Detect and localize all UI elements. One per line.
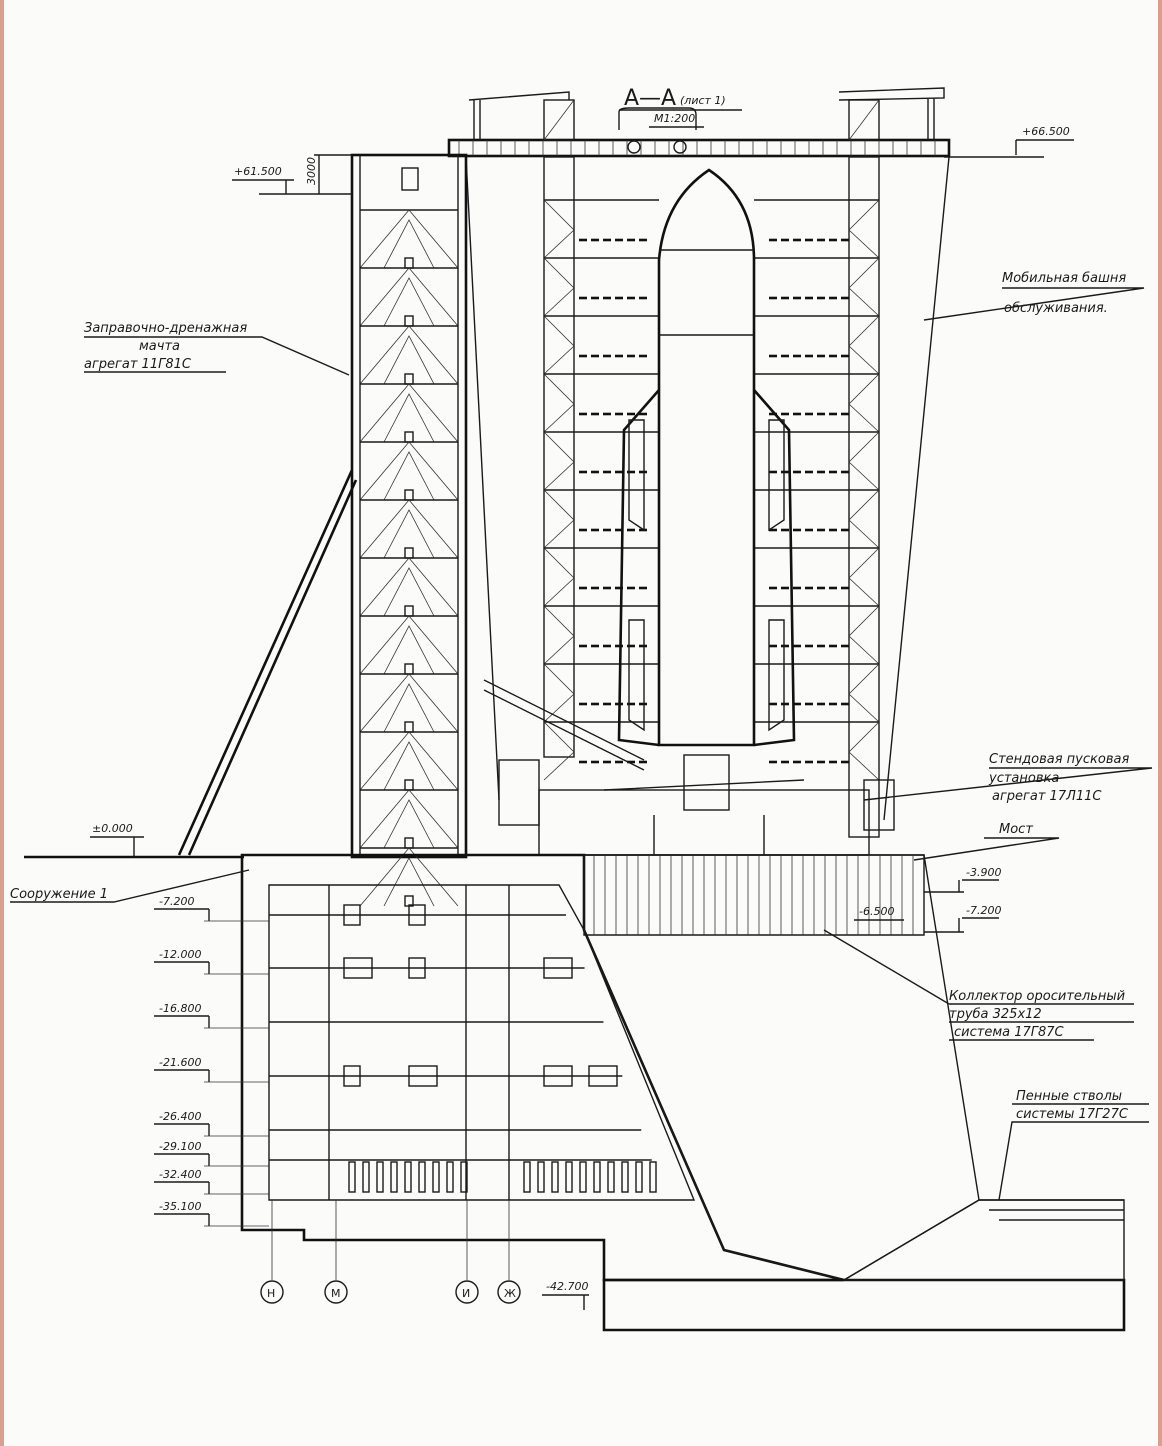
elevation-right-3: -7.200 [966, 904, 1001, 917]
elevation-right-1: -3.900 [966, 866, 1001, 879]
grid-axis-markers: НМИЖ [261, 1200, 520, 1303]
callout-mast: Заправочно-дренажная мачта агрегат 11Г81… [84, 321, 349, 375]
elevation-ground: ±0.000 [92, 822, 133, 835]
left-level-marks: -7.200 -12.000 -16.800 -21.600 -26.400 -29.10… [154, 895, 269, 1226]
scale-label: М1:200 [654, 112, 695, 125]
section-label: А—А [624, 86, 676, 111]
callout-text: агрегат 11Г81С [84, 357, 192, 372]
level-label: -7.200 [159, 895, 194, 908]
callout-text: установка [988, 771, 1059, 786]
axis-label: Ж [504, 1287, 516, 1300]
callout-text: труба 325х12 [949, 1007, 1042, 1022]
callout-collector: Коллектор оросительный труба 325х12 сист… [824, 930, 1134, 1040]
level-label: -16.800 [159, 1002, 201, 1015]
callout-text: Коллектор оросительный [949, 989, 1125, 1004]
sheet-ref: (лист 1) [680, 94, 726, 107]
callout-foam: Пенные стволы системы 17Г27С [999, 1089, 1149, 1200]
elevation-tower-top: +66.500 [1022, 125, 1070, 138]
elevation-right-2: -6.500 [859, 905, 894, 918]
callout-structure: Сооружение 1 [10, 870, 249, 902]
elevation-mast-top: +61.500 [234, 165, 282, 178]
callout-text: агрегат 17Л11С [992, 789, 1102, 804]
fueling-drain-mast [179, 155, 466, 906]
callout-tower: Мобильная башня обслуживания. [924, 271, 1144, 320]
launch-complex-section-drawing: А—А (лист 1) М1:200 [4, 0, 1162, 1446]
callout-text: система 17Г87С [954, 1025, 1065, 1040]
callout-text: Сооружение 1 [10, 887, 108, 902]
mobile-service-tower [449, 88, 949, 837]
level-label: -32.400 [159, 1168, 201, 1181]
elevation-bottom: -42.700 [546, 1280, 588, 1293]
level-label: -29.100 [159, 1140, 201, 1153]
callout-text: системы 17Г27С [1016, 1107, 1129, 1122]
level-label: -12.000 [159, 948, 201, 961]
level-label: -26.400 [159, 1110, 201, 1123]
section-title: А—А (лист 1) М1:200 [619, 86, 742, 127]
callout-text: обслуживания. [1004, 301, 1108, 316]
mast-dimension: 3000 [305, 157, 318, 185]
level-label: -21.600 [159, 1056, 201, 1069]
callout-text: Заправочно-дренажная [84, 321, 247, 336]
axis-label: М [331, 1287, 341, 1300]
elevation-marks: +66.500 +61.500 3000 ±0.000 -3.900 -6.50… [90, 125, 1074, 1310]
underground-structure-1 [242, 855, 1124, 1330]
axis-label: Н [267, 1287, 275, 1300]
axis-label: И [462, 1287, 470, 1300]
callout-text: мачта [139, 339, 180, 354]
callout-text: Пенные стволы [1016, 1089, 1122, 1104]
callout-bridge: Мост [914, 822, 1059, 860]
callout-text: Стендовая пусковая [989, 752, 1129, 767]
callout-launcher: Стендовая пусковая установка агрегат 17Л… [864, 752, 1152, 804]
callout-text: Мост [999, 822, 1033, 837]
level-label: -35.100 [159, 1200, 201, 1213]
launch-pad [539, 790, 869, 855]
callout-text: Мобильная башня [1002, 271, 1126, 286]
